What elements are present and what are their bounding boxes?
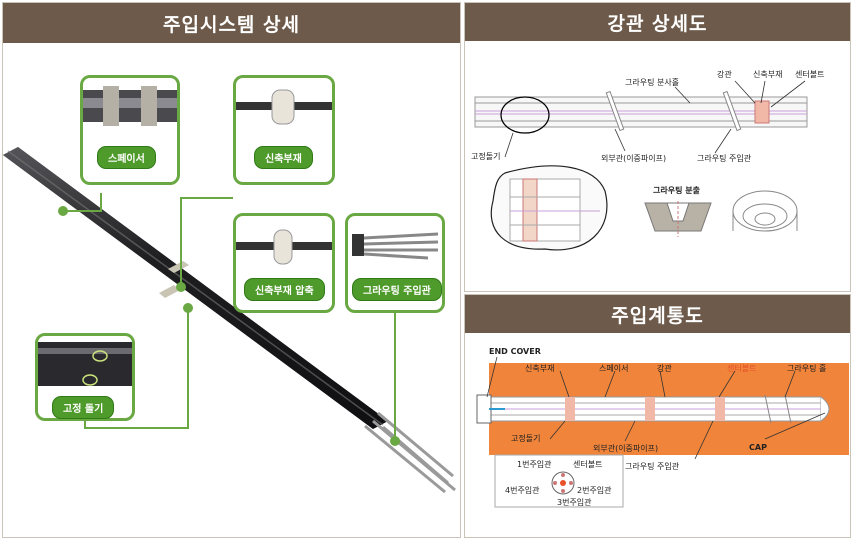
fixing-protrusion-label: 고정돌기 [471, 152, 501, 161]
injection-system-drawing [476, 356, 849, 508]
pipe4-label: 4번주입관 [505, 486, 540, 495]
end-cover-label: END COVER [489, 347, 541, 356]
steel-pipe-detail-panel: 강관 상세도 [464, 2, 851, 292]
expansion-compressed-photo [236, 229, 332, 265]
spacer-label: 스페이서 [599, 364, 629, 373]
expansion-compressed-callout: 신축부재 압축 [233, 213, 335, 313]
cap-sketch [732, 190, 798, 232]
pipe3-label: 3번주입관 [557, 498, 592, 507]
grouting-spray-label: 그라우팅 분출 [653, 186, 700, 195]
protrusion-callout: 고정 돌기 [35, 333, 135, 421]
spacer-callout: 스페이서 [80, 75, 180, 185]
center-bolt2-label: 센터볼트 [573, 460, 603, 469]
magnified-protrusion [490, 165, 608, 251]
panel-title: 강관 상세도 [465, 3, 850, 41]
steel-pipe-drawing [474, 80, 808, 251]
expansion-tag: 신축부재 [254, 146, 313, 169]
grouting-pipe-label: 그라우팅 주입관 [697, 154, 752, 163]
protrusion-marker [183, 303, 193, 313]
grouting-pipe-callout: 그라우팅 주입관 [345, 213, 445, 313]
outer-pipe-label: 외부관(이중파이프) [601, 154, 667, 163]
expansion-compressed-tag: 신축부재 압축 [244, 278, 325, 301]
spacer-tag: 스페이서 [97, 146, 156, 169]
spacer-marker [58, 206, 68, 216]
steel-pipe-label: 강관 [717, 70, 732, 79]
pipe-cross-section [494, 454, 624, 508]
cap-label: CAP [749, 443, 767, 452]
expansion-callout: 신축부재 [233, 75, 335, 185]
pipe-illustration [3, 147, 456, 494]
expansion-member-label: 신축부재 [753, 70, 783, 79]
steel-pipe-label: 강관 [657, 364, 672, 373]
grouting-pipes [364, 411, 456, 494]
expansion-photo [236, 89, 332, 125]
grouting-pipe-label: 그라우팅 주입관 [625, 462, 680, 471]
grouting-hole-label: 그라우팅 분사홀 [625, 78, 680, 87]
panel-title: 주입시스템 상세 [3, 3, 460, 43]
grouting-pipe-marker [390, 436, 400, 446]
grouting-pipe-photo [352, 232, 439, 260]
fixing-protrusion-label: 고정돌기 [511, 434, 541, 443]
injection-system-detail-panel: 주입시스템 상세 [2, 2, 461, 538]
pipe1-label: 1번주입관 [517, 460, 552, 469]
panel-title: 주입계통도 [465, 295, 850, 333]
injection-system-diagram-panel: 주입계통도 [464, 294, 851, 538]
steel-pipe [3, 147, 388, 429]
protrusion-photo [38, 342, 132, 386]
center-bolt-label: 센터볼트 [727, 364, 757, 373]
pipe2-label: 2번주입관 [577, 486, 612, 495]
spray-detail [644, 201, 712, 237]
grouting-pipe-tag: 그라우팅 주입관 [352, 278, 442, 301]
expansion-marker [176, 282, 186, 292]
protrusion-tag: 고정 돌기 [52, 396, 115, 419]
spacer-photo [83, 86, 177, 126]
expansion-member-label: 신축부재 [525, 364, 555, 373]
outer-pipe-label: 외부관(이중파이프) [593, 444, 659, 453]
grouting-hole-label: 그라우팅 홀 [787, 364, 827, 373]
center-bolt-label: 센터볼트 [795, 70, 825, 79]
